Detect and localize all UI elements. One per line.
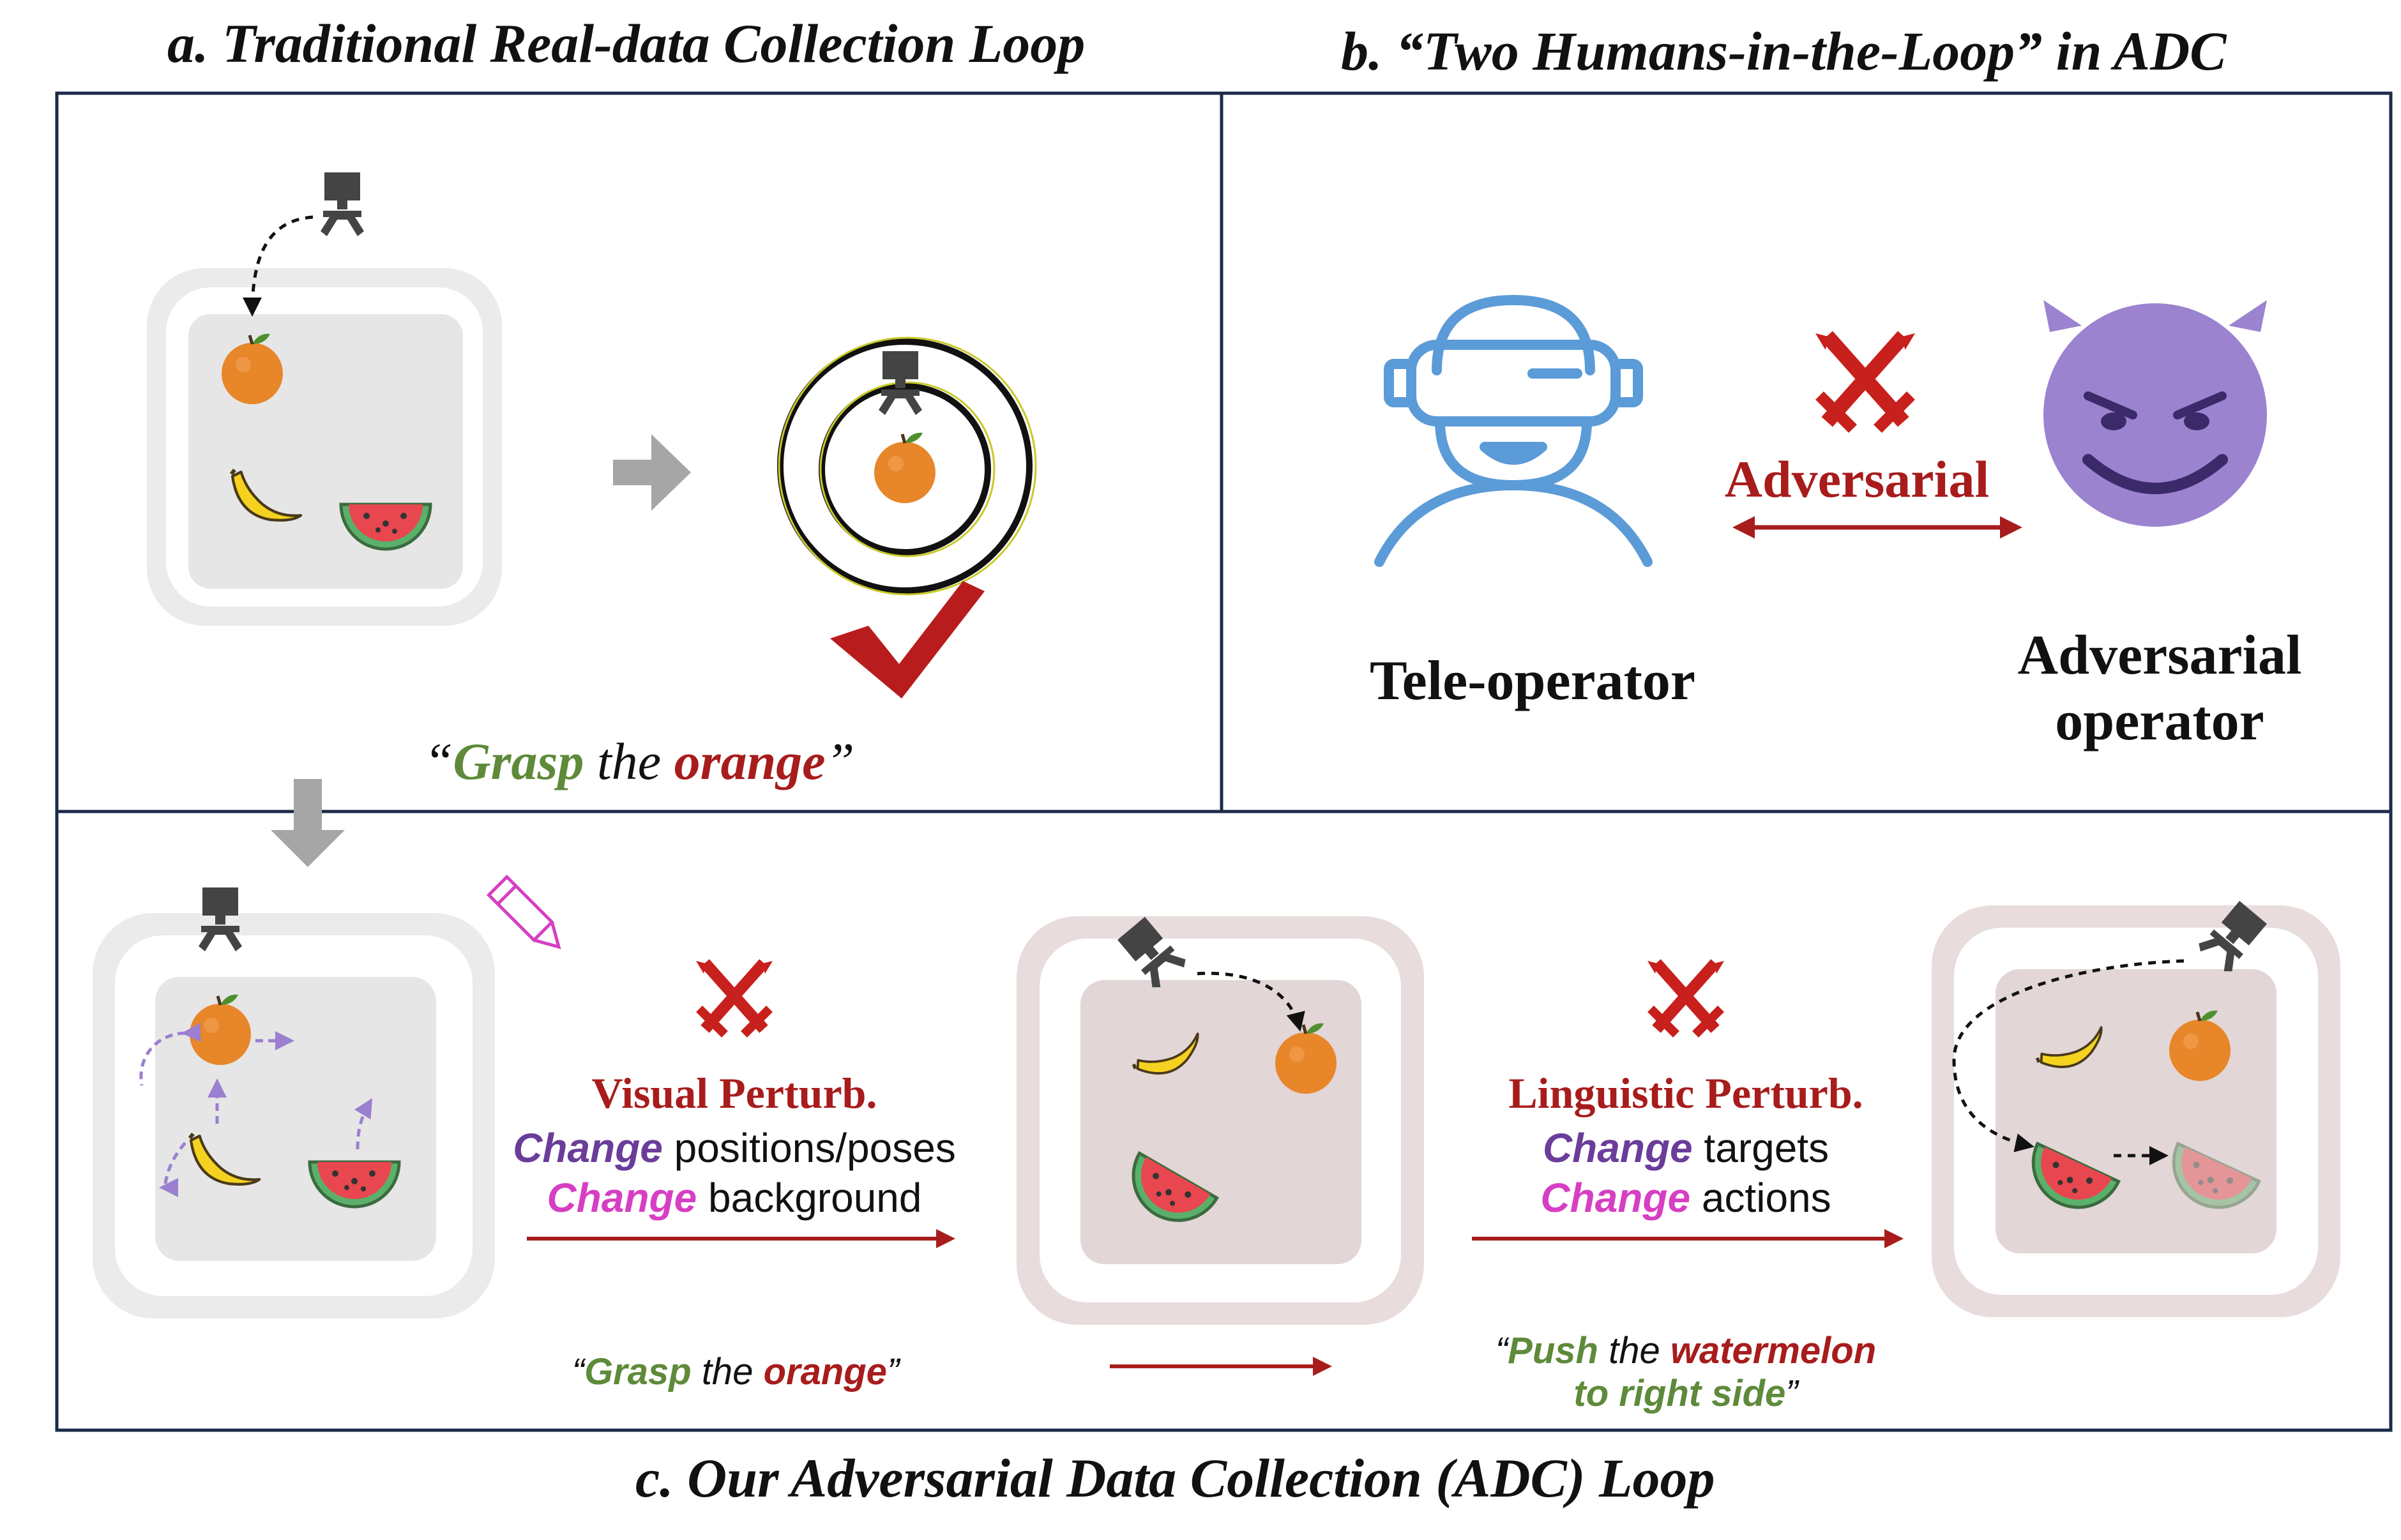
vr-headset-person-icon	[1374, 295, 1653, 567]
gray-arrow-right	[613, 434, 691, 511]
adversarial-operator-label-1: Adversarial	[2018, 624, 2302, 686]
panel-b-title: b. “Two Humans-in-the-Loop” in ADC	[1341, 20, 2227, 82]
tele-operator-label: Tele-operator	[1370, 650, 1695, 712]
crossed-swords-icon	[1815, 333, 1915, 429]
scene-1	[93, 887, 495, 1318]
pencil-icon	[486, 874, 561, 949]
linguistic-perturb-line2: Change actions	[1540, 1175, 1831, 1221]
gray-arrow-down	[271, 779, 345, 867]
devil-face-icon	[2043, 300, 2267, 527]
linguistic-perturb-line1: Change targets	[1543, 1125, 1829, 1171]
visual-perturb-line1: Change positions/poses	[513, 1125, 956, 1171]
checkmark-icon	[830, 581, 985, 698]
panel-a-title: a. Traditional Real-data Collection Loop	[167, 13, 1086, 74]
panel-c-instruction-2-line1: “Push the watermelon	[1496, 1330, 1876, 1371]
target-rings-icon	[777, 336, 1037, 596]
scene-2	[1017, 914, 1424, 1325]
panel-a-instruction: “Grasp the orange”	[424, 732, 854, 790]
adversarial-relation-label: Adversarial	[1725, 450, 1989, 508]
crossed-swords-icon	[696, 961, 773, 1034]
panel-c-instruction-1: “Grasp the orange”	[572, 1351, 901, 1393]
scene-3	[1932, 898, 2340, 1317]
visual-perturb-heading: Visual Perturb.	[591, 1069, 877, 1117]
visual-perturb-line2: Change background	[547, 1175, 922, 1221]
panel-c-title: c. Our Adversarial Data Collection (ADC)…	[635, 1447, 1715, 1509]
panel-c-instruction-2-line2: to right side”	[1573, 1373, 1799, 1414]
panel-c-frame	[55, 810, 2393, 1432]
gripper-icon	[321, 172, 364, 236]
linguistic-perturb-heading: Linguistic Perturb.	[1508, 1069, 1863, 1117]
adversarial-operator-label-2: operator	[2055, 690, 2264, 752]
crossed-swords-icon	[1647, 961, 1724, 1034]
panel-a-scene	[147, 172, 502, 626]
